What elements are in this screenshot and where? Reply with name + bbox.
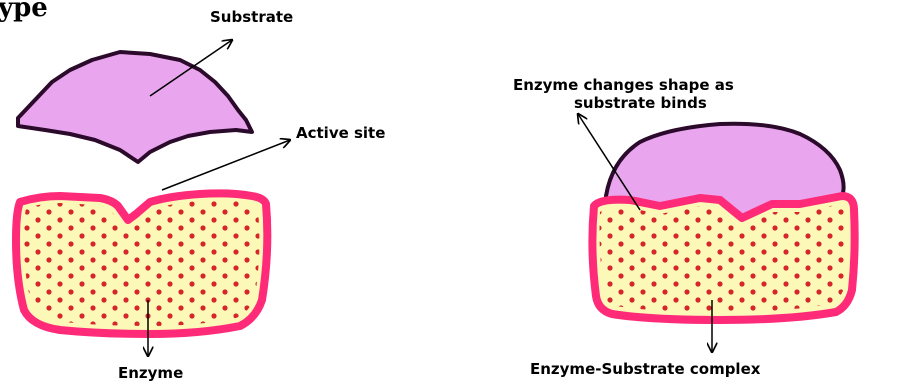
substrate-shape bbox=[18, 52, 252, 162]
active-site-pointer-arrow bbox=[162, 140, 290, 190]
bound-enzyme-dots bbox=[600, 204, 847, 312]
active-site-label: Active site bbox=[296, 124, 385, 142]
shape-change-label-line1: Enzyme changes shape as bbox=[513, 76, 734, 94]
enzyme-label: Enzyme bbox=[118, 364, 183, 381]
substrate-label: Substrate bbox=[210, 8, 293, 26]
complex-label: Enzyme-Substrate complex bbox=[530, 360, 761, 378]
enzyme-dots bbox=[24, 200, 259, 326]
section-header: ype bbox=[0, 0, 48, 23]
shape-change-label-line2: substrate binds bbox=[574, 94, 707, 112]
